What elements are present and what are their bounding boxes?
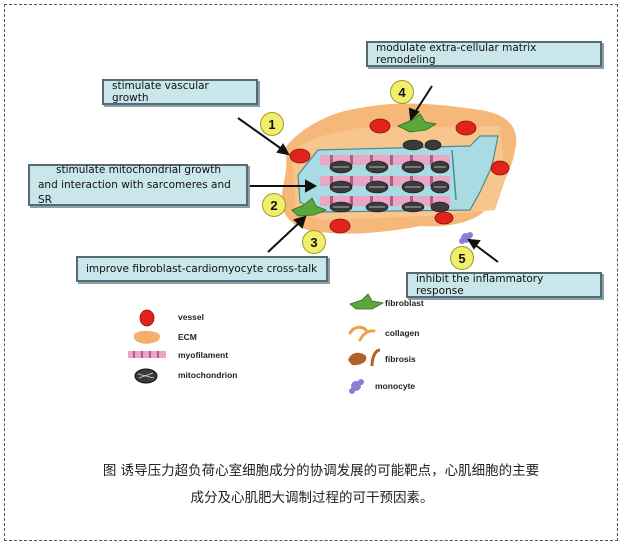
ecm-legend-icon	[134, 330, 160, 344]
callout-cross-talk: improve fibroblast-cardiomyocyte cross-t…	[76, 256, 328, 282]
legend-collagen: collagen	[385, 328, 420, 338]
callout-modulate-ecm: modulate extra-cellular matrix remodelin…	[366, 41, 602, 67]
mito-line-2: and interaction with sarcomeres and SR	[38, 178, 231, 206]
number-badge-3: 3	[302, 230, 326, 254]
number-badge-5: 5	[450, 246, 474, 270]
callout-inflammatory: inhibit the inflammatory response	[406, 272, 602, 298]
number-badge-4: 4	[390, 80, 414, 104]
legend-myofilament: myofilament	[178, 350, 229, 360]
legend-mitochondrion: mitochondrion	[178, 370, 238, 380]
callout-mitochondrial-growth: stimulate mitochondrial growth and inter…	[28, 164, 248, 206]
legend-ecm: ECM	[178, 332, 197, 342]
vessel-legend-icon	[139, 309, 155, 327]
mitochondrion-legend-icon	[134, 368, 158, 384]
myofilament-legend-icon	[128, 351, 166, 358]
collagen-legend-icon	[348, 325, 376, 342]
callout-vascular-growth: stimulate vascular growth	[102, 79, 258, 105]
number-badge-2: 2	[262, 193, 286, 217]
fibroblast-left	[291, 197, 328, 217]
monocyte-legend-icon	[349, 379, 364, 394]
legend-monocyte: monocyte	[375, 381, 416, 391]
caption-line-2: 成分及心肌肥大调制过程的可干预因素。	[190, 490, 434, 506]
legend-vessel: vessel	[178, 312, 204, 322]
mito-line-1: stimulate mitochondrial growth	[56, 163, 221, 176]
legend-fibroblast: fibroblast	[385, 298, 424, 308]
number-badge-1: 1	[260, 112, 284, 136]
legend-fibrosis: fibrosis	[385, 354, 416, 364]
fibroblast-top	[397, 113, 438, 133]
figure-caption: 图 诱导压力超负荷心室细胞成分的协调发展的可能靶点，心肌细胞的主要 成分及心肌肥…	[0, 458, 624, 512]
fibrosis-legend-icon	[348, 348, 381, 367]
caption-line-1: 图 诱导压力超负荷心室细胞成分的协调发展的可能靶点，心肌细胞的主要	[102, 463, 540, 479]
diagram-frame	[4, 4, 618, 541]
fibroblast-legend-icon	[349, 293, 385, 310]
vessels	[289, 118, 510, 234]
